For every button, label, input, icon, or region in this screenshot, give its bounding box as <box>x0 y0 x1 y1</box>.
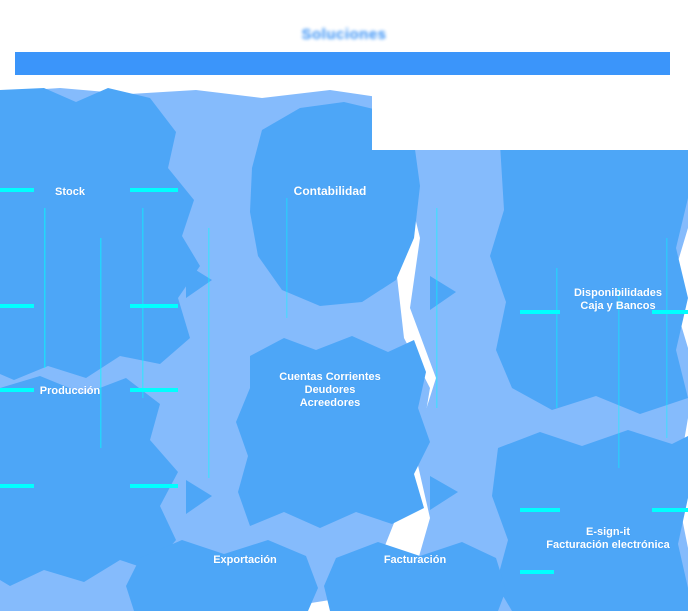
module-shape-cuentas <box>236 336 430 528</box>
module-shape-exportacion <box>126 540 318 611</box>
module-shape-facturacion <box>324 542 506 611</box>
page-title: Soluciones <box>301 26 387 43</box>
module-shape-disponibilidades <box>490 124 688 414</box>
white-cutout-region <box>372 88 688 150</box>
module-label-esign-it[interactable]: E-sign-it Facturación electrónica <box>546 526 670 551</box>
module-label-disponibilidades[interactable]: Disponibilidades Caja y Bancos <box>573 287 662 312</box>
module-label-exportacion[interactable]: Exportación <box>213 554 277 566</box>
module-shape-contabilidad <box>250 102 420 306</box>
module-label-cuentas-corrientes[interactable]: Cuentas Corrientes Deudores Acreedores <box>279 371 381 409</box>
module-label-stock[interactable]: Stock <box>55 186 85 198</box>
module-label-produccion[interactable]: Producción <box>39 385 101 397</box>
accent-layer <box>0 188 688 574</box>
module-label-contabilidad[interactable]: Contabilidad <box>293 184 367 198</box>
module-layer <box>0 88 688 611</box>
module-map-graphic <box>0 88 688 611</box>
module-shape-esign <box>492 430 688 611</box>
module-shape-produccion <box>0 376 178 586</box>
module-label-facturacion[interactable]: Facturación <box>383 554 447 566</box>
header-bar <box>15 52 670 75</box>
